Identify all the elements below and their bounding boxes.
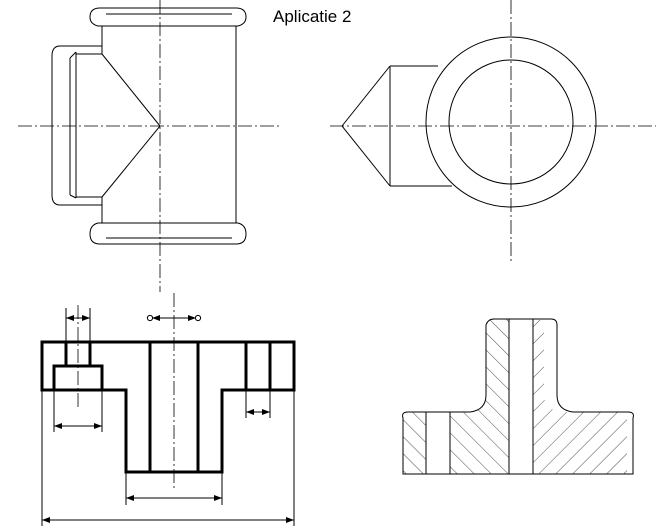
- left-flange: [51, 45, 102, 206]
- drawing-title: Aplicatie 2: [273, 7, 352, 26]
- section-outline: [402, 318, 634, 475]
- part-outline: [40, 340, 296, 474]
- top-flange: [89, 7, 247, 27]
- tee-side-view: [330, 0, 656, 262]
- dimension-small-hole: [66, 315, 90, 321]
- dimension-counterbore: [54, 423, 102, 429]
- tee-front-view: [18, 0, 280, 292]
- dimension-hub-width: [126, 495, 222, 501]
- part-hatched-section: [402, 318, 634, 475]
- dimension-bore-top: [146, 314, 202, 322]
- part-front-section: [40, 293, 296, 526]
- dimension-right-hole: [246, 409, 270, 415]
- bottom-flange: [89, 222, 247, 245]
- dimension-overall-width: [42, 517, 294, 523]
